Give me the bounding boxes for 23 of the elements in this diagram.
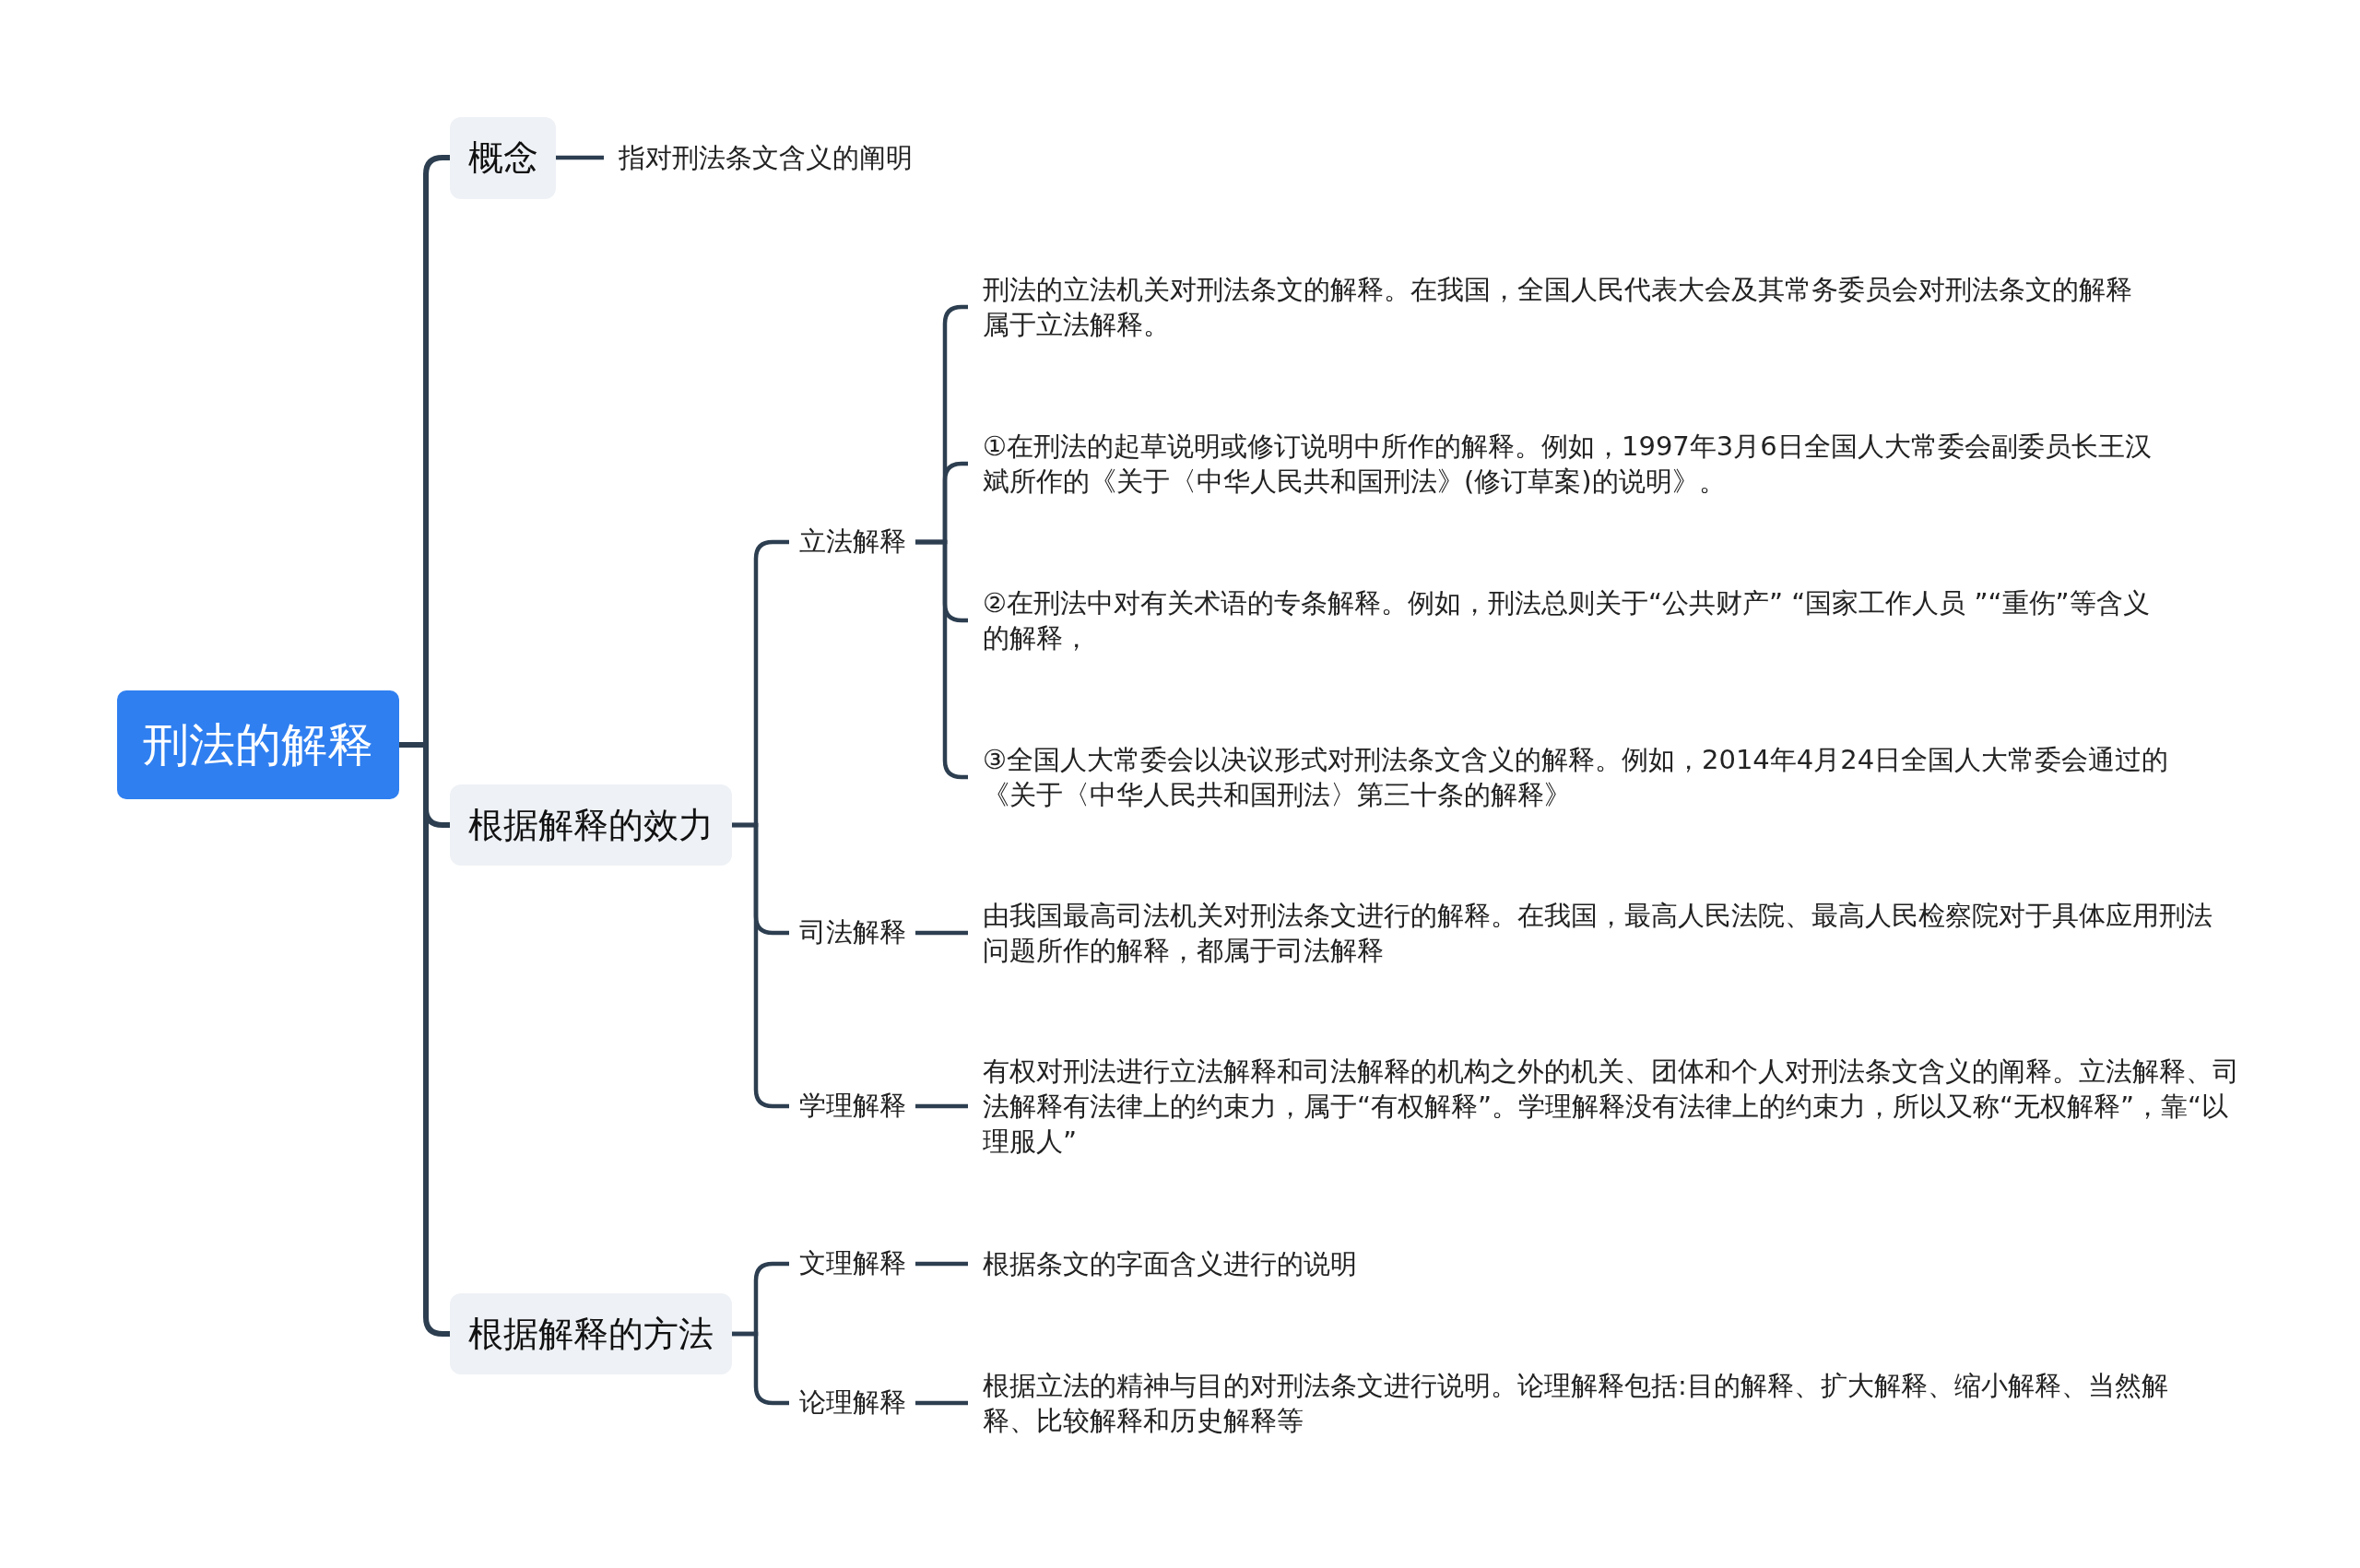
topic-box: 概念 [450,116,556,199]
note-text: 由我国最高司法机关对刑法条文进行的解释。在我国，最高人民法院、最高人民检察院对于具体应用刑法问题所作的解释，都属于司法解释 [968,896,2212,970]
note-text: ②在刑法中对有关术语的专条解释。例如，刑法总则关于“公共财产” “国家工作人员 ”“重伤”等含义的解释， [968,584,2166,657]
note-text: 根据条文的字面含义进行的说明 [968,1245,1613,1282]
topic-box: 根据解释的方法 [450,1293,732,1374]
note-text: ③全国人大常委会以决议形式对刑法条文含义的解释。例如，2014年4月24日全国人大常委会通过的《关于〈中华人民共和国刑法〉第三十条的解释》 [968,740,2185,814]
connector-line [915,1103,968,1109]
note-text: 有权对刑法进行立法解释和司法解释的机构之外的机关、团体和个人对刑法条文含义的阐释。立法解释、司法解释有法律上的约束力，属于“有权解释”。学理解释没有法律上的约束力，所以又称“无权解释”，靠“以理服人” [968,1051,2240,1161]
branch-label: 司法解释 [789,913,915,953]
connector-line [556,155,604,160]
connector-line [915,1400,968,1406]
branch-label: 论理解释 [789,1383,915,1423]
connector-line [915,1261,968,1267]
note-text: 根据立法的精神与目的对刑法条文进行说明。论理解释包括:目的解释、扩大解释、缩小解释、当然解释、比较解释和历史解释等 [968,1366,2212,1440]
connector-line [915,930,968,936]
note-text: ①在刑法的起草说明或修订说明中所作的解释。例如，1997年3月6日全国人大常委会副委员长王汉斌所作的《关于〈中华人民共和国刑法》(修订草案)的说明》。 [968,427,2166,501]
note-text: 指对刑法条文含义的阐明 [604,139,1249,176]
note-text: 刑法的立法机关对刑法条文的解释。在我国，全国人民代表大会及其常务委员会对刑法条文的解释属于立法解释。 [968,270,2157,344]
topic-box: 根据解释的效力 [450,784,732,866]
root-topic-box: 刑法的解释 [117,690,399,799]
branch-label: 文理解释 [789,1244,915,1284]
branch-label: 立法解释 [789,522,915,562]
branch-label: 学理解释 [789,1086,915,1126]
